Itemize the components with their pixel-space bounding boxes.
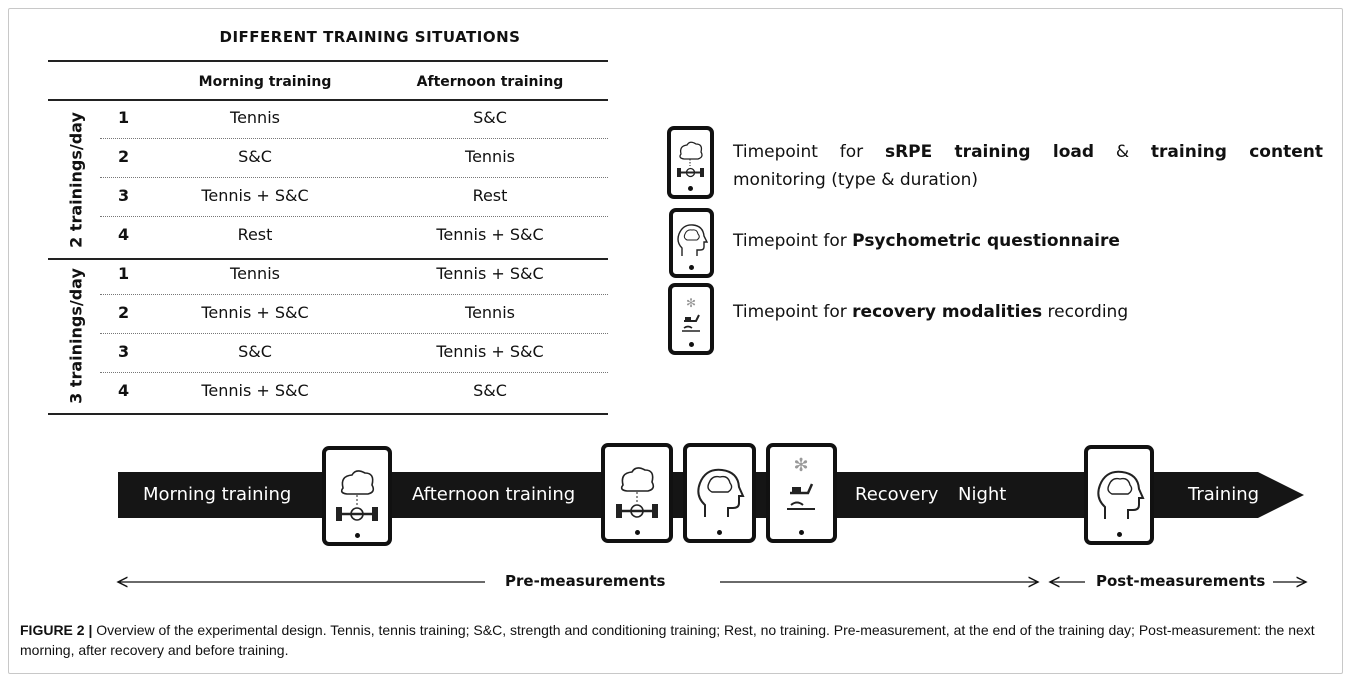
timeline-psych-phone-1	[683, 443, 756, 543]
table-cell-morning: Tennis + S&C	[201, 381, 309, 400]
legend-recovery-text: Timepoint for recovery modalities record…	[733, 302, 1129, 322]
table-cell-morning: Tennis + S&C	[201, 303, 309, 322]
legend-srpe-phone	[667, 126, 714, 199]
table-cell-afternoon: Rest	[472, 186, 508, 205]
head-brain-icon	[677, 224, 709, 256]
recovery-modalities-icon: ✻	[682, 296, 700, 332]
table-title: DIFFERENT TRAINING SITUATIONS	[219, 28, 521, 46]
post-measurements-label: Post-measurements	[1096, 572, 1266, 590]
table-top-rule	[48, 60, 608, 62]
measurement-arrows	[110, 570, 1310, 594]
timeline-psych-phone-2	[1084, 445, 1154, 545]
recovery-modalities-icon: ✻	[787, 455, 815, 510]
legend-recovery-phone: ✻	[668, 283, 714, 355]
table-cell-afternoon: Tennis + S&C	[436, 342, 544, 361]
timeline-srpe-phone-1	[322, 446, 392, 546]
brain-dumbbell-icon	[616, 467, 658, 518]
timeline-recovery-phone: ✻	[766, 443, 837, 543]
table-cell-afternoon: S&C	[473, 381, 507, 400]
timeline-morning-label: Morning training	[143, 484, 292, 505]
pre-measurements-label: Pre-measurements	[505, 572, 666, 590]
table-row-divider	[100, 138, 608, 139]
table-cell-morning: S&C	[238, 342, 272, 361]
svg-text:✻: ✻	[686, 296, 696, 310]
table-row-divider	[100, 333, 608, 334]
col-header-afternoon: Afternoon training	[416, 74, 564, 90]
table-cell-morning: Tennis	[230, 108, 280, 127]
table-row-divider	[100, 372, 608, 373]
table-bottom-rule	[48, 413, 608, 415]
table-group-rule	[48, 258, 608, 260]
figure-frame	[8, 8, 1343, 674]
brain-dumbbell-icon	[336, 470, 378, 521]
timeline-srpe-phone-2	[601, 443, 673, 543]
table-cell-morning: Tennis	[230, 264, 280, 283]
table-cell-afternoon: Tennis + S&C	[436, 264, 544, 283]
col-header-morning: Morning training	[198, 74, 332, 90]
timeline-recovery-label: Recovery	[855, 484, 939, 505]
table-row-divider	[100, 177, 608, 178]
svg-text:✻: ✻	[793, 455, 808, 476]
table-row-number: 1	[118, 108, 130, 127]
table-header-rule	[48, 99, 608, 101]
legend-srpe-line2: monitoring (type & duration)	[733, 170, 979, 190]
timeline-afternoon-label: Afternoon training	[412, 484, 576, 505]
table-row-number: 2	[118, 147, 130, 166]
table-row-number: 3	[118, 186, 130, 205]
timeline-arrow-head	[1258, 472, 1304, 518]
table-row-number: 4	[118, 225, 130, 244]
table-row-number: 3	[118, 342, 130, 361]
legend-srpe-line1: Timepoint for sRPE training load & train…	[733, 142, 1323, 162]
brain-dumbbell-icon	[677, 141, 704, 178]
legend-psych-phone	[669, 208, 714, 278]
table-cell-morning: Rest	[237, 225, 273, 244]
table-cell-afternoon: Tennis	[465, 147, 515, 166]
head-brain-icon	[697, 468, 745, 517]
figure-caption: FIGURE 2 | Overview of the experimental …	[20, 620, 1335, 660]
table-cell-afternoon: S&C	[473, 108, 507, 127]
caption-text: Overview of the experimental design. Ten…	[20, 622, 1315, 658]
table-row-divider	[100, 216, 608, 217]
timeline-training-label: Training	[1188, 484, 1260, 505]
table-row-divider	[100, 294, 608, 295]
timeline-night-label: Night	[958, 484, 1007, 505]
caption-label: FIGURE 2 |	[20, 622, 93, 638]
table-cell-afternoon: Tennis	[465, 303, 515, 322]
legend-psych-text: Timepoint for Psychometric questionnaire	[733, 231, 1120, 251]
table-cell-morning: S&C	[238, 147, 272, 166]
table-row-number: 4	[118, 381, 130, 400]
table-row-number: 2	[118, 303, 130, 322]
table-cell-afternoon: Tennis + S&C	[436, 225, 544, 244]
table-row-number: 1	[118, 264, 130, 283]
group-label-3-trainings: 3 trainings/day	[66, 268, 86, 404]
table-cell-morning: Tennis + S&C	[201, 186, 309, 205]
head-brain-icon	[1097, 470, 1145, 519]
group-label-2-trainings: 2 trainings/day	[66, 112, 86, 248]
